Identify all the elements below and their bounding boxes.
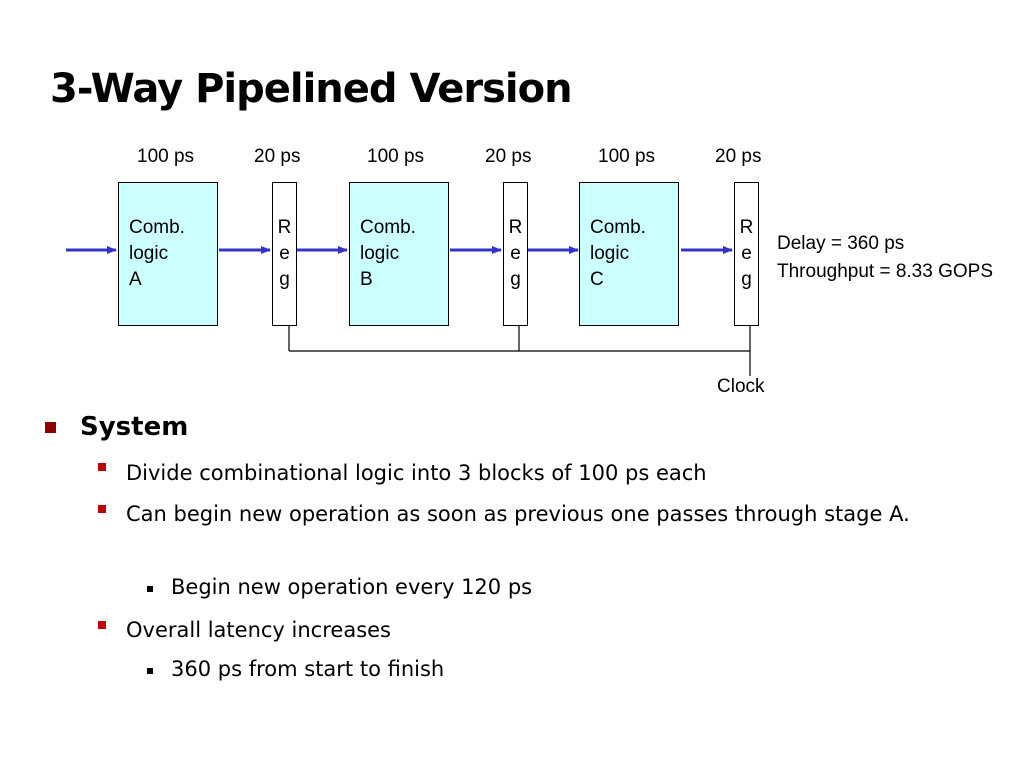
pipeline-stats: Delay = 360 ps Throughput = 8.33 GOPS xyxy=(777,230,993,286)
comb-a-line1: Comb. xyxy=(129,217,185,238)
comb-logic-c: Comb. logic C xyxy=(579,182,679,326)
reg1-letter-e: e xyxy=(279,243,290,264)
comb-logic-a: Comb. logic A xyxy=(118,182,218,326)
bullet-item-latency: Overall latency increases xyxy=(126,618,391,642)
reg2-letter-g: g xyxy=(510,269,521,290)
bullet-item-divide: Divide combinational logic into 3 blocks… xyxy=(126,461,707,485)
bullet-square-level2 xyxy=(98,463,106,471)
comb-a-line3: A xyxy=(129,269,142,290)
timing-label-comb-a: 100 ps xyxy=(137,146,195,167)
clock-wires xyxy=(288,326,751,376)
slide-title: 3-Way Pipelined Version xyxy=(50,66,573,112)
timing-label-comb-c: 100 ps xyxy=(598,146,656,167)
reg2-letter-r: R xyxy=(508,217,523,238)
timing-label-reg-3: 20 ps xyxy=(715,146,762,167)
bullet-subitem-every-120: Begin new operation every 120 ps xyxy=(171,575,533,599)
bullet-square-level3 xyxy=(147,586,153,592)
bullet-subitem-360: 360 ps from start to finish xyxy=(171,657,445,681)
register-3: R e g xyxy=(734,182,759,326)
reg2-letter-e: e xyxy=(510,243,521,264)
register-2: R e g xyxy=(503,182,528,326)
reg3-letter-r: R xyxy=(739,217,754,238)
bullet-heading-system: System xyxy=(80,412,189,442)
bullet-square-level2 xyxy=(98,505,106,513)
register-1: R e g xyxy=(272,182,297,326)
comb-c-line3: C xyxy=(590,269,604,290)
reg3-letter-e: e xyxy=(741,243,752,264)
bullet-square-level2 xyxy=(98,621,106,629)
timing-label-reg-2: 20 ps xyxy=(485,146,532,167)
reg1-letter-r: R xyxy=(277,217,292,238)
timing-label-reg-1: 20 ps xyxy=(254,146,301,167)
comb-a-line2: logic xyxy=(129,243,169,264)
bullet-square-level1 xyxy=(45,422,56,433)
bullet-square-level3 xyxy=(147,668,153,674)
comb-logic-b: Comb. logic B xyxy=(349,182,449,326)
throughput-text: Throughput = 8.33 GOPS xyxy=(777,261,993,282)
reg3-letter-g: g xyxy=(741,269,752,290)
comb-b-line2: logic xyxy=(360,243,400,264)
bullet-item-begin-new: Can begin new operation as soon as previ… xyxy=(126,502,910,526)
comb-c-line1: Comb. xyxy=(590,217,646,238)
comb-c-line2: logic xyxy=(590,243,630,264)
clock-label: Clock xyxy=(717,376,765,397)
reg1-letter-g: g xyxy=(279,269,290,290)
delay-text: Delay = 360 ps xyxy=(777,233,905,254)
comb-b-line1: Comb. xyxy=(360,217,416,238)
timing-label-comb-b: 100 ps xyxy=(367,146,425,167)
comb-b-line3: B xyxy=(360,269,373,290)
